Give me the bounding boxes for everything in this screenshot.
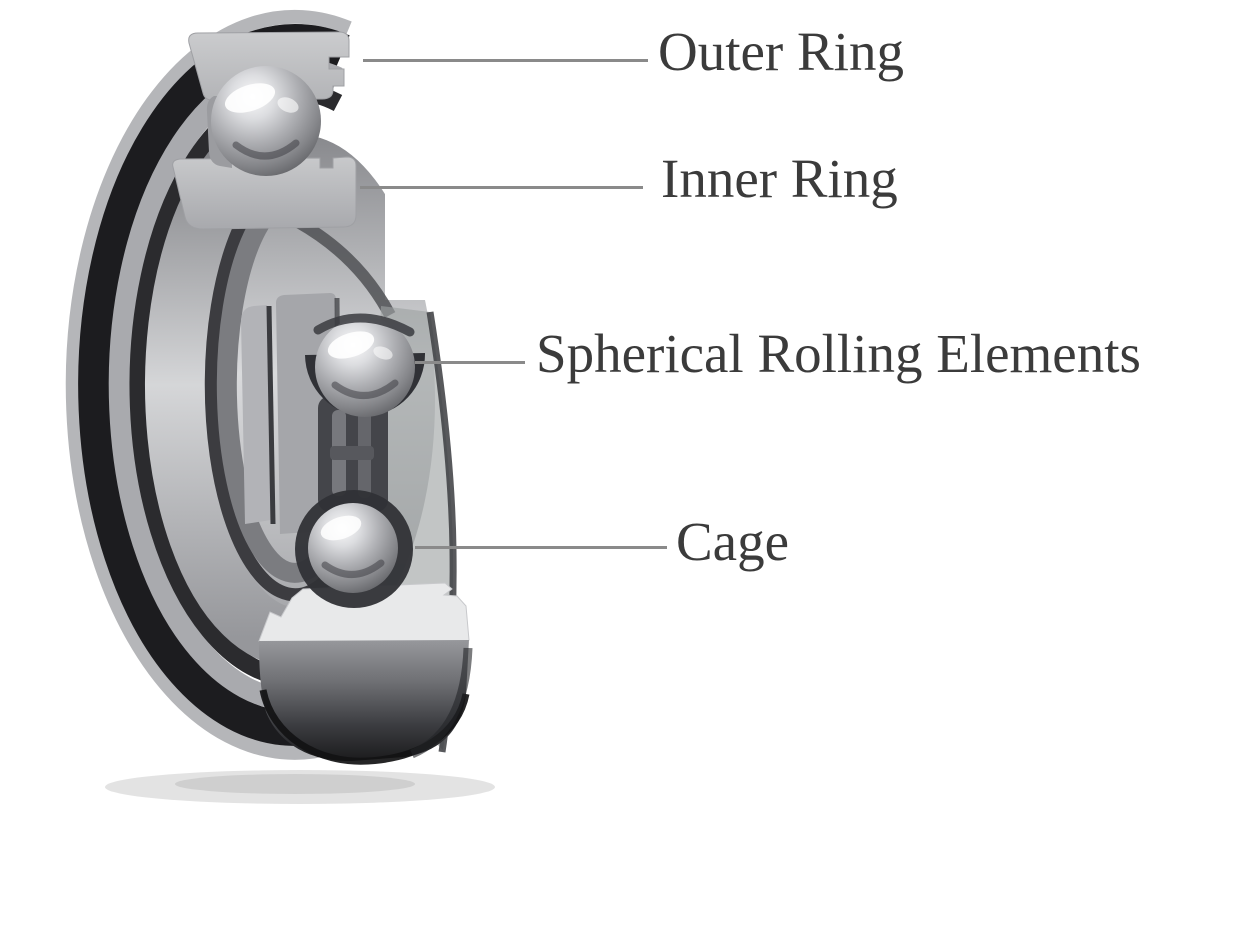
- cage-part: [318, 396, 388, 512]
- leader-line-rolling-elements: [415, 361, 525, 364]
- leader-line-outer-ring: [363, 59, 648, 62]
- rolling-element-bottom: [295, 490, 413, 608]
- label-outer-ring: Outer Ring: [658, 21, 904, 82]
- label-inner-ring: Inner Ring: [661, 148, 898, 209]
- label-rolling-elements: Spherical Rolling Elements: [536, 323, 1141, 384]
- label-cage: Cage: [676, 511, 790, 572]
- ground-shadow: [105, 770, 495, 804]
- inner-ring-shoulder: [295, 216, 396, 318]
- ring-section-bottom: [258, 582, 473, 765]
- inner-ring-section: [172, 156, 357, 230]
- rolling-element-middle: [305, 313, 426, 417]
- rolling-element-top: [211, 66, 321, 176]
- leader-line-cage: [415, 546, 667, 549]
- leader-line-inner-ring: [360, 186, 643, 189]
